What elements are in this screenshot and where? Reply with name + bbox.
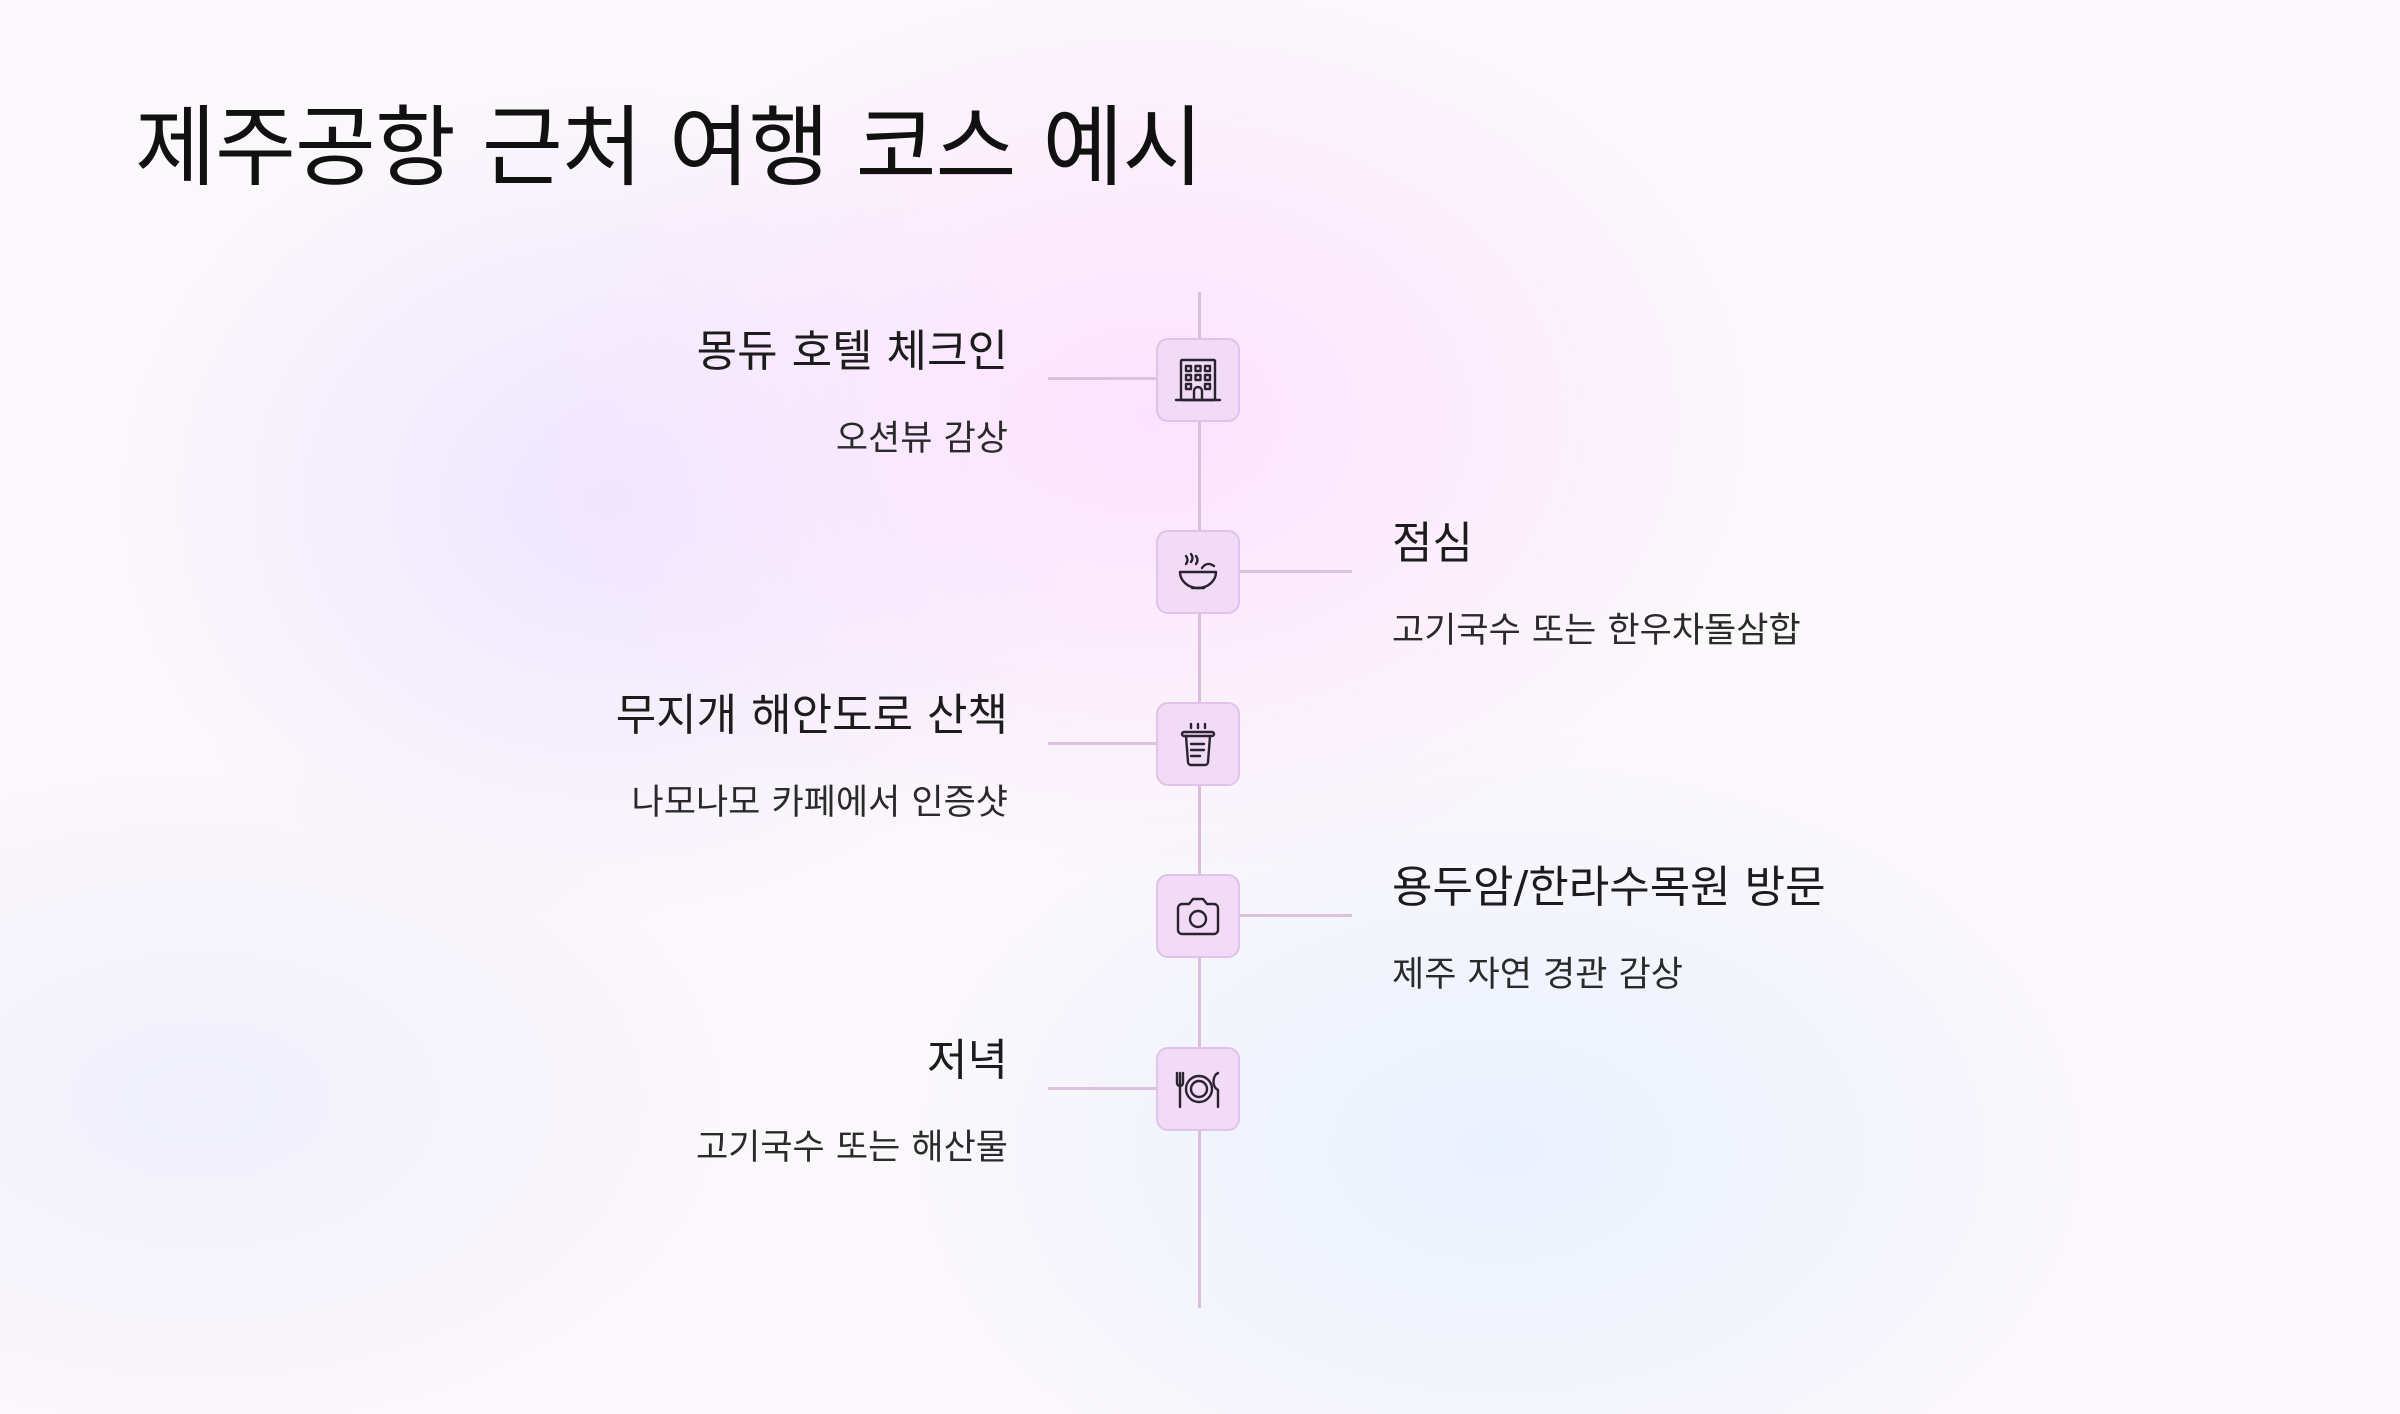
timeline-node [1156, 530, 1240, 614]
timeline-line [1198, 292, 1201, 1308]
timeline-item-title: 무지개 해안도로 산책 [615, 690, 1008, 741]
timeline-connector [1048, 1087, 1156, 1090]
timeline-item-desc: 나모나모 카페에서 인증샷 [631, 783, 1008, 823]
timeline-item-title: 용두암/한라수목원 방문 [1392, 862, 1826, 913]
timeline-node [1156, 1047, 1240, 1131]
timeline-connector [1048, 742, 1156, 745]
timeline-item-desc: 제주 자연 경관 감상 [1392, 955, 1683, 995]
timeline-item-desc: 오션뷰 감상 [835, 419, 1008, 459]
page-title: 제주공항 근처 여행 코스 예시 [135, 96, 1203, 199]
timeline-node [1156, 874, 1240, 958]
timeline-connector [1240, 914, 1352, 917]
timeline-connector [1240, 570, 1352, 573]
timeline-node [1156, 338, 1240, 422]
plate-utensils-icon [1175, 1071, 1220, 1109]
timeline-item-desc: 고기국수 또는 해산물 [695, 1128, 1008, 1168]
noodle-bowl-icon [1178, 552, 1218, 590]
hotel-building-icon [1174, 358, 1222, 402]
timeline-item-title: 저녁 [927, 1035, 1008, 1086]
timeline-connector [1048, 377, 1156, 380]
timeline-item-desc: 고기국수 또는 한우차돌삼합 [1392, 611, 1801, 651]
coffee-cup-icon [1180, 722, 1216, 767]
timeline-item-title: 점심 [1392, 518, 1473, 569]
timeline-node [1156, 702, 1240, 786]
timeline-item-title: 몽듀 호텔 체크인 [696, 326, 1008, 377]
camera-icon [1176, 897, 1220, 936]
